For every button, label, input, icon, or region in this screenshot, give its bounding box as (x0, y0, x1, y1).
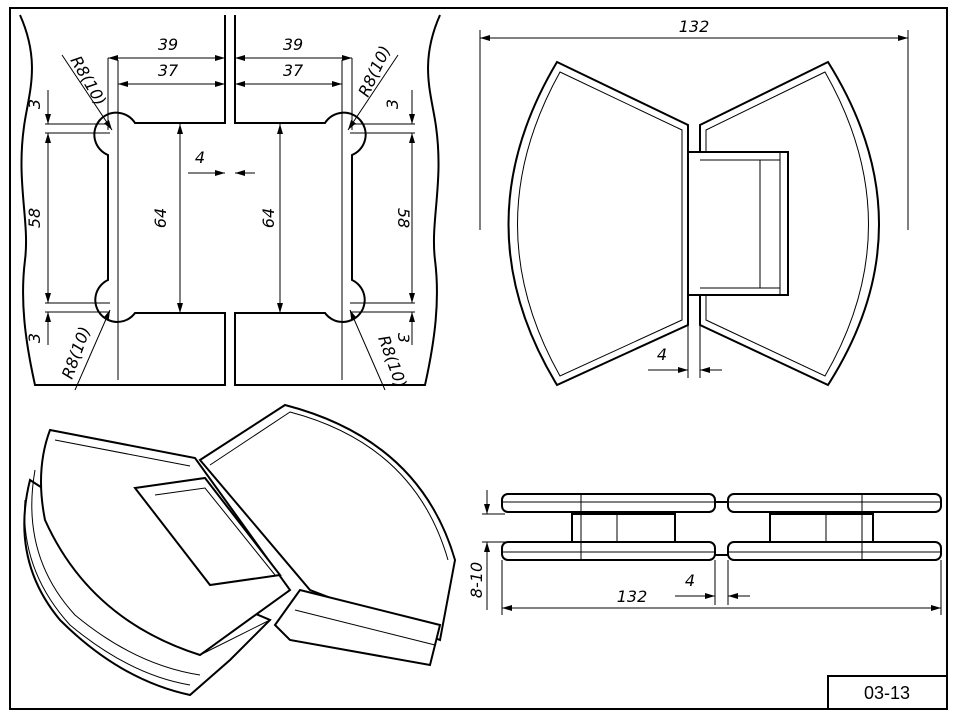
title-block: 03-13 (827, 675, 948, 710)
side-view: 132 4 8-10 (467, 490, 942, 615)
plan-view: 132 4 (479, 17, 909, 387)
dim-64-right: 64 (259, 208, 278, 228)
front-view-left-panel: 39 37 64 58 3 3 R8(10) R8(10) (19, 14, 226, 391)
drawing-frame (9, 7, 948, 710)
dim-58-left: 58 (25, 208, 44, 228)
dim-3-right-bottom: 3 (394, 333, 413, 343)
dim-3-right-top: 3 (383, 99, 402, 109)
dim-glass-thickness: 8-10 (467, 562, 486, 598)
dim-39-right: 39 (283, 35, 303, 54)
dim-37-left: 37 (158, 61, 179, 80)
front-view-gap-dimension: 4 (188, 148, 255, 176)
sheet-code: 03-13 (864, 683, 910, 703)
dim-3-left-bottom: 3 (25, 333, 44, 343)
dim-gap-front: 4 (195, 148, 205, 167)
dim-gap-plan: 4 (657, 345, 667, 364)
dim-39-left: 39 (158, 35, 178, 54)
radius-right-top: R8(10) (354, 43, 394, 100)
isometric-view (23, 403, 457, 697)
front-view-right-panel: 39 37 64 58 3 3 R8(10) R8(10) (234, 14, 441, 390)
dim-37-right: 37 (283, 61, 304, 80)
radius-left-bottom: R8(10) (58, 324, 94, 381)
radius-left-top: R8(10) (67, 53, 111, 109)
dim-132-plan: 132 (679, 17, 710, 36)
dim-58-right: 58 (394, 208, 413, 228)
dim-64-left: 64 (151, 208, 170, 228)
dim-132-side: 132 (617, 587, 648, 606)
dim-3-left-top: 3 (25, 99, 44, 109)
dim-gap-side: 4 (685, 571, 695, 590)
